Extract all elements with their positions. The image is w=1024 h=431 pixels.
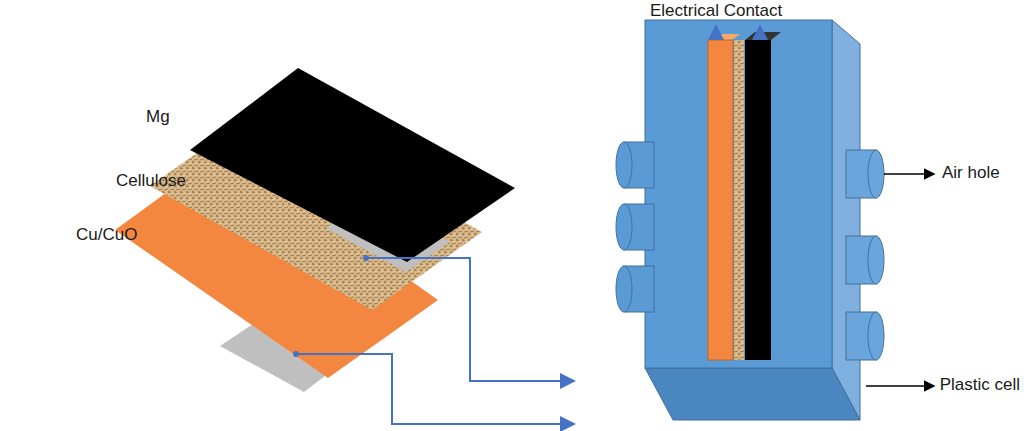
cellulose-separator xyxy=(734,40,744,360)
part-label: Air hole xyxy=(942,164,1000,183)
cell-front-face xyxy=(645,20,832,368)
pointer-arrow xyxy=(866,385,934,387)
part-label: Plastic cell xyxy=(940,376,1020,395)
part-label: Mg xyxy=(146,108,170,127)
cell-bottom-face xyxy=(645,368,860,420)
mg-electrode xyxy=(745,40,771,360)
contact-arrow xyxy=(759,26,761,36)
pointer-arrow xyxy=(884,173,934,175)
leader-line xyxy=(296,354,574,424)
leader-line xyxy=(366,258,574,381)
cu-cuo-electrode xyxy=(708,40,733,360)
part-label: Cellulose xyxy=(116,172,186,191)
part-label: Electrical Contact xyxy=(650,2,782,21)
part-label: Cu/CuO xyxy=(76,226,137,245)
contact-arrow xyxy=(715,26,717,36)
mg-layer xyxy=(190,68,515,262)
